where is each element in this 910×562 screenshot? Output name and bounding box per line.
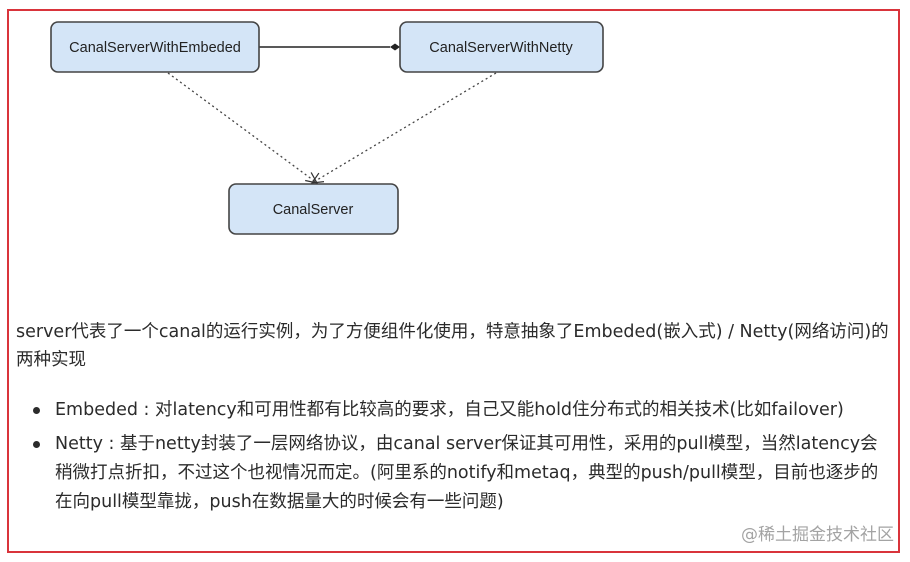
realization-edge-embeded	[167, 72, 319, 184]
composition-diamond-icon	[390, 43, 400, 51]
list-item-text: Netty : 基于netty封装了一层网络协议，由canal server保证…	[55, 434, 879, 512]
list-item-embeded: Embeded : 对latency和可用性都有比较高的要求，自己又能hold住…	[16, 396, 890, 425]
node-label-server: CanalServer	[273, 202, 354, 218]
node-canal-server: CanalServer	[228, 183, 399, 235]
implementation-list: Embeded : 对latency和可用性都有比较高的要求，自己又能hold住…	[16, 396, 890, 522]
list-item-text: Embeded : 对latency和可用性都有比较高的要求，自己又能hold住…	[55, 400, 844, 420]
realization-edge-netty	[310, 72, 497, 184]
watermark: @稀土掘金技术社区	[741, 525, 894, 545]
node-canal-server-with-netty: CanalServerWithNetty	[399, 21, 604, 73]
bullet-icon	[33, 407, 40, 414]
content-frame	[7, 9, 900, 553]
node-label-netty: CanalServerWithNetty	[429, 40, 573, 56]
node-canal-server-with-embeded: CanalServerWithEmbeded	[50, 21, 260, 73]
node-label-embeded: CanalServerWithEmbeded	[69, 40, 241, 56]
bullet-icon	[33, 441, 40, 448]
class-diagram: CanalServerWithEmbeded CanalServerWithNe…	[50, 21, 604, 235]
description-paragraph: server代表了一个canal的运行实例，为了方便组件化使用，特意抽象了Emb…	[16, 322, 889, 370]
list-item-netty: Netty : 基于netty封装了一层网络协议，由canal server保证…	[16, 430, 890, 517]
